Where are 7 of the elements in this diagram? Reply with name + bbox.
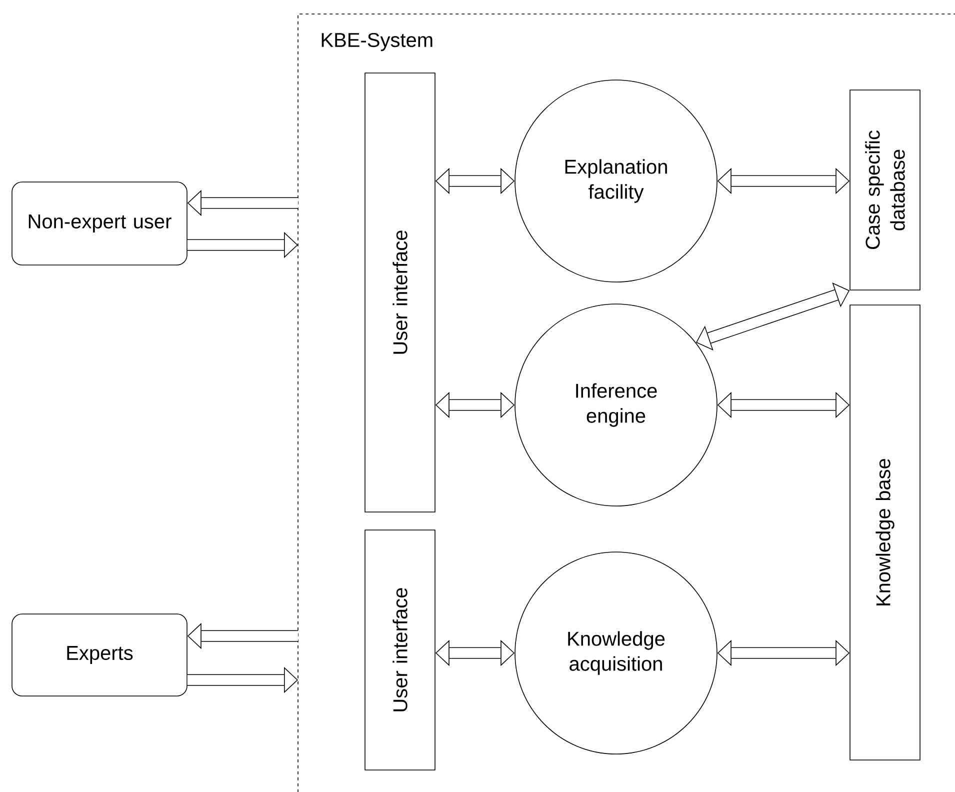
component-bar: Case specific database xyxy=(850,90,920,290)
actor-box: Non-expert user xyxy=(12,182,188,266)
component-bar: Knowledge base xyxy=(850,304,920,760)
component-bar: User interface xyxy=(364,530,436,770)
system-title: KBE-System xyxy=(322,32,432,52)
component-bar: User interface xyxy=(364,72,436,512)
actor-box: Experts xyxy=(12,614,188,696)
